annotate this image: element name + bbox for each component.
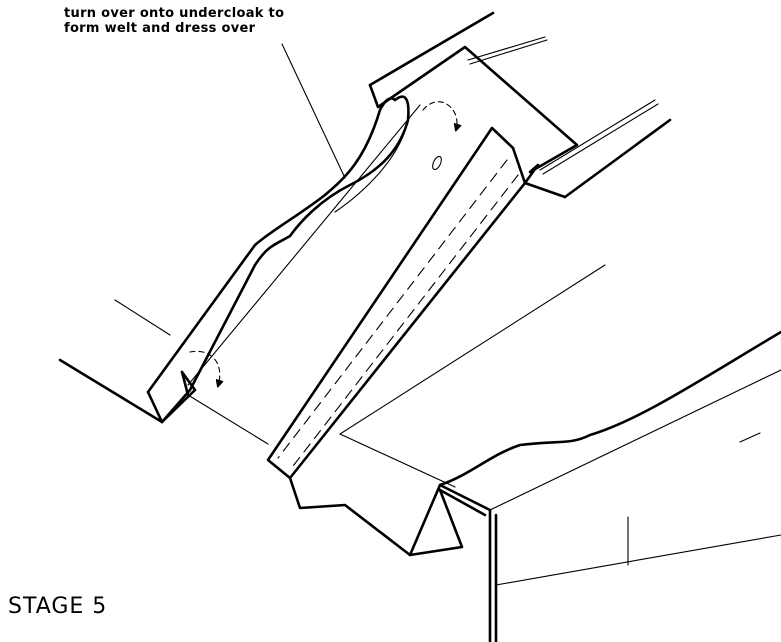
left-roof-slope — [58, 358, 269, 445]
stage-label: STAGE 5 — [8, 594, 108, 619]
left-welt-fold — [146, 95, 410, 424]
annotation-line-2: form welt and dress over — [64, 21, 256, 36]
right-cloak-flap — [368, 45, 579, 199]
annotation-line-1: turn over onto undercloak to — [64, 6, 285, 21]
upper-roof-lines — [368, 11, 672, 199]
fold-arrow-top — [422, 101, 457, 130]
channel-body — [266, 126, 527, 480]
channel-guide-lines — [114, 104, 606, 488]
fold-arrow-bottom — [189, 350, 220, 386]
fixing-hole — [432, 155, 442, 171]
lower-right-flashing — [288, 330, 781, 642]
annotation-leader — [281, 43, 346, 179]
annotation-callout: turn over onto undercloak to form welt a… — [64, 6, 364, 36]
